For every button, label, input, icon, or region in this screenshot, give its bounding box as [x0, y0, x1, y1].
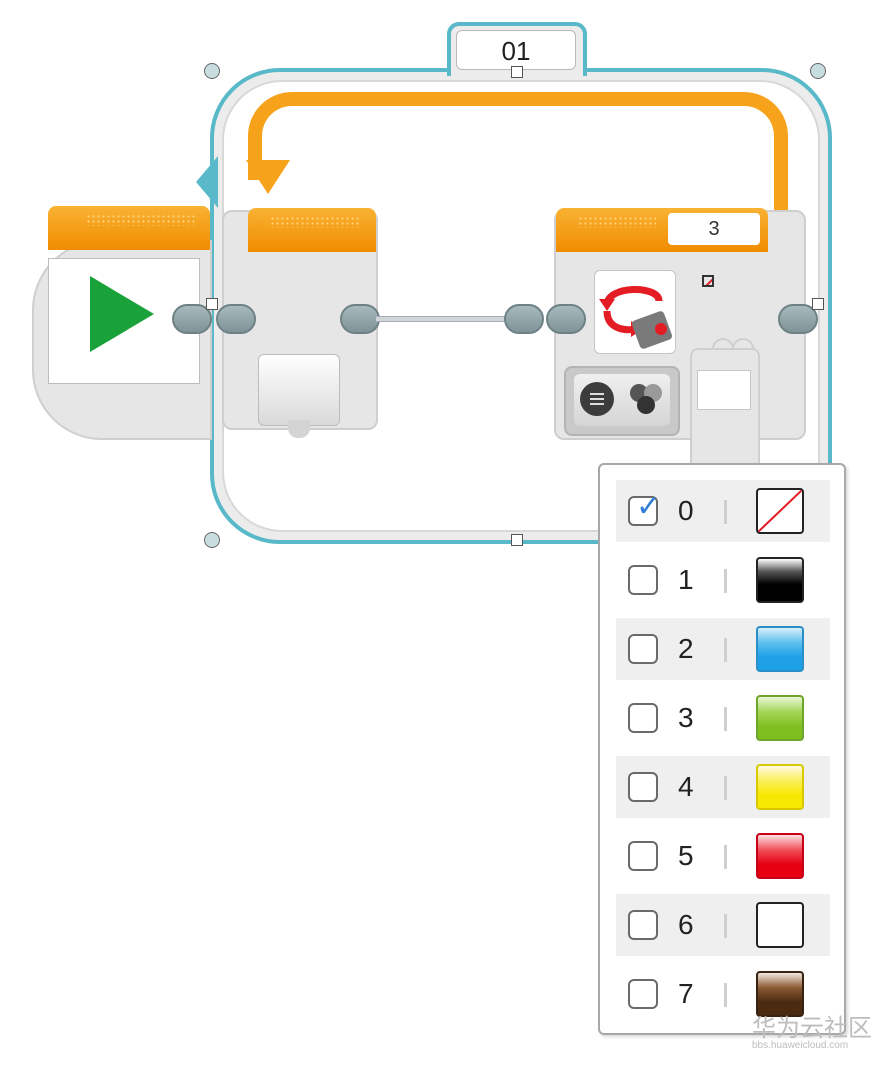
color-option-label: 1 [678, 564, 694, 595]
loop-name-field[interactable]: 01 [456, 30, 576, 70]
start-connector-handle[interactable] [206, 298, 218, 310]
loop-end-input-plug-a[interactable] [504, 304, 544, 334]
checkbox-2[interactable] [628, 634, 658, 664]
play-icon[interactable] [90, 276, 154, 352]
yellow-swatch [756, 764, 804, 810]
loop-notch [196, 156, 218, 208]
loop-start-input-plug[interactable] [216, 304, 256, 334]
color-option-label: 7 [678, 978, 694, 1009]
checkbox-1[interactable] [628, 565, 658, 595]
resize-handle-top-left[interactable] [204, 63, 220, 79]
watermark-url: bbs.huaweicloud.com [752, 1040, 849, 1051]
color-option-4[interactable]: 4 [616, 756, 830, 818]
loop-arrow-head [246, 160, 290, 194]
loop-start-grip [270, 216, 360, 228]
sequence-wire[interactable] [376, 316, 510, 322]
resize-handle-bottom-left[interactable] [204, 532, 220, 548]
option-separator [724, 500, 727, 524]
checkbox-0[interactable]: ✓ [628, 492, 661, 526]
color-option-6[interactable]: 6 [616, 894, 830, 956]
color-option-5[interactable]: 5 [616, 825, 830, 887]
color-option-label: 4 [678, 771, 694, 802]
brown-swatch [756, 971, 804, 1017]
start-block-grip [86, 214, 196, 226]
color-option-2[interactable]: 2 [616, 618, 830, 680]
green-swatch [756, 695, 804, 741]
color-option-3[interactable]: 3 [616, 687, 830, 749]
color-option-7[interactable]: 7 [616, 963, 830, 1025]
loop-end-connector-handle[interactable] [812, 298, 824, 310]
option-separator [724, 914, 727, 938]
resize-handle-top-right[interactable] [810, 63, 826, 79]
start-output-plug[interactable] [172, 304, 212, 334]
red-swatch [756, 833, 804, 879]
checkbox-3[interactable] [628, 703, 658, 733]
loop-start-slot [258, 354, 340, 426]
option-separator [724, 776, 727, 800]
color-input-field[interactable] [697, 370, 751, 410]
checkbox-5[interactable] [628, 841, 658, 871]
color-option-0[interactable]: ✓ 0 [616, 480, 830, 542]
checkbox-7[interactable] [628, 979, 658, 1009]
resize-handle-bottom[interactable] [511, 534, 523, 546]
start-block-header [48, 206, 210, 250]
compare-icon[interactable] [580, 382, 614, 416]
checkbox-4[interactable] [628, 772, 658, 802]
option-separator [724, 707, 727, 731]
color-option-label: 5 [678, 840, 694, 871]
white-swatch [756, 902, 804, 948]
checkbox-6[interactable] [628, 910, 658, 940]
color-option-label: 0 [678, 495, 694, 526]
color-option-label: 6 [678, 909, 694, 940]
option-separator [724, 983, 727, 1007]
resize-handle-top[interactable] [511, 66, 523, 78]
loop-end-output-plug[interactable] [778, 304, 818, 334]
loop-start-header [248, 208, 376, 252]
color-set-icon[interactable] [630, 384, 670, 418]
blue-swatch [756, 626, 804, 672]
color-option-label: 3 [678, 702, 694, 733]
option-separator [724, 845, 727, 869]
loop-mode-selector[interactable] [594, 270, 676, 354]
black-swatch [756, 557, 804, 603]
watermark-site: 华为云社区 [752, 1015, 872, 1042]
loop-end-input-plug-b[interactable] [546, 304, 586, 334]
no-color-indicator-icon [702, 275, 714, 287]
color-option-label: 2 [678, 633, 694, 664]
color-sensor-loop-icon [599, 286, 672, 349]
color-option-1[interactable]: 1 [616, 549, 830, 611]
loop-count-field[interactable]: 3 [668, 213, 760, 245]
option-separator [724, 569, 727, 593]
no-color-swatch [756, 488, 804, 534]
option-separator [724, 638, 727, 662]
loop-end-grip [578, 216, 656, 228]
check-icon: ✓ [636, 490, 662, 523]
loop-start-tab [288, 420, 310, 438]
loop-start-output-plug[interactable] [340, 304, 380, 334]
